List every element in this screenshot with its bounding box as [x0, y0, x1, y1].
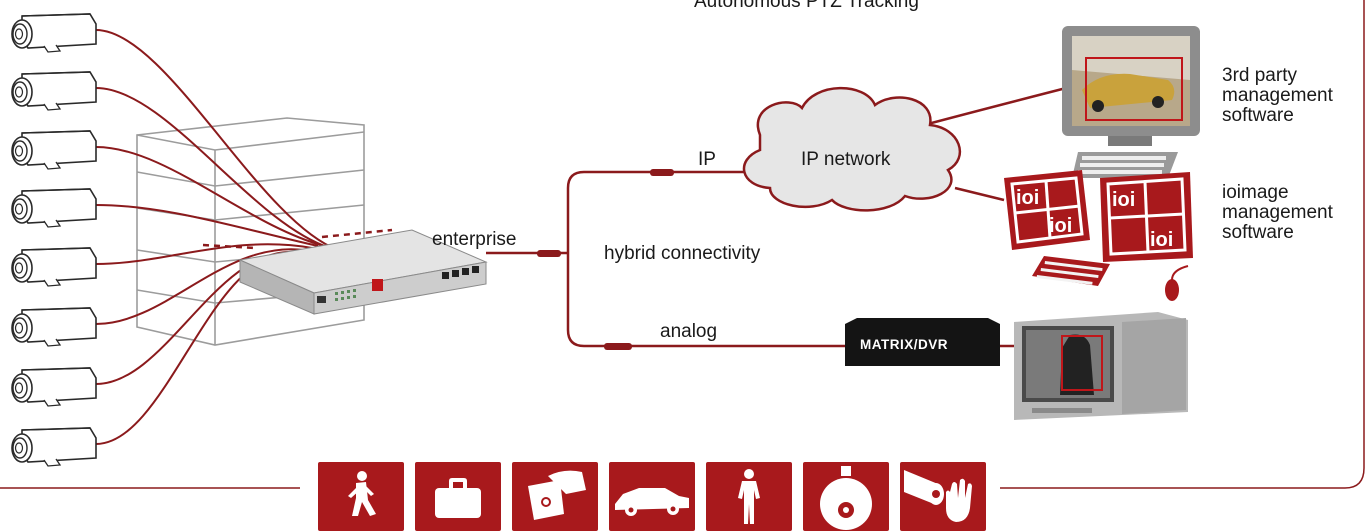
camera-icon	[11, 247, 97, 287]
top-caption: Autonomous PTZ Tracking	[694, 0, 919, 12]
third-party-monitor	[1062, 26, 1200, 178]
camera-cable	[95, 29, 339, 251]
camera-cable	[95, 146, 325, 247]
matrix-dvr-box	[845, 318, 1000, 366]
ioi-logo: ioi	[1049, 215, 1072, 237]
camera-cable	[95, 87, 331, 249]
detection-icon-bar	[318, 462, 986, 531]
cable-connectors	[537, 169, 674, 350]
encoder-appliance	[238, 229, 488, 315]
camera-icon	[11, 367, 97, 407]
camera-icon	[11, 188, 97, 228]
ip-network-label: IP network	[801, 149, 891, 170]
ioimage-software-label: ioimage management software	[1222, 182, 1333, 243]
camera-icon	[11, 130, 97, 170]
camera-icon	[11, 71, 97, 111]
enterprise-label: enterprise	[432, 229, 517, 250]
standing-person-icon	[706, 462, 792, 531]
camera-cables	[95, 29, 339, 445]
dashed-connector	[321, 228, 393, 239]
camera-icon	[11, 427, 97, 467]
frame-line	[0, 0, 1365, 489]
hybrid-connectivity-label: hybrid connectivity	[604, 243, 761, 264]
ioi-logo: ioi	[1150, 229, 1173, 251]
camera-cable	[95, 248, 305, 325]
walking-person-icon	[318, 462, 404, 531]
camera-icon	[11, 13, 97, 53]
camera-cable	[95, 243, 313, 265]
hand-tag-icon	[512, 462, 598, 531]
camera-cable	[95, 204, 319, 247]
ip-label: IP	[698, 149, 716, 170]
ioi-logo: ioi	[1016, 187, 1039, 209]
car-icon	[609, 462, 695, 531]
hand-camera-tamper-icon	[900, 462, 986, 531]
analog-label: analog	[660, 321, 718, 342]
camera-icon	[11, 307, 97, 347]
ioi-logo: ioi	[1112, 189, 1135, 211]
matrix-dvr-label: MATRIX/DVR	[860, 337, 948, 352]
ip-network-cloud	[742, 86, 962, 212]
third-party-software-label: 3rd party management software	[1222, 65, 1333, 126]
ptz-dome-camera-icon	[803, 462, 889, 531]
analog-monitor	[1014, 312, 1188, 420]
dashed-connector	[202, 243, 256, 250]
briefcase-icon	[415, 462, 501, 531]
ioimage-monitors: ioi ioi ioi ioi	[1004, 170, 1193, 301]
